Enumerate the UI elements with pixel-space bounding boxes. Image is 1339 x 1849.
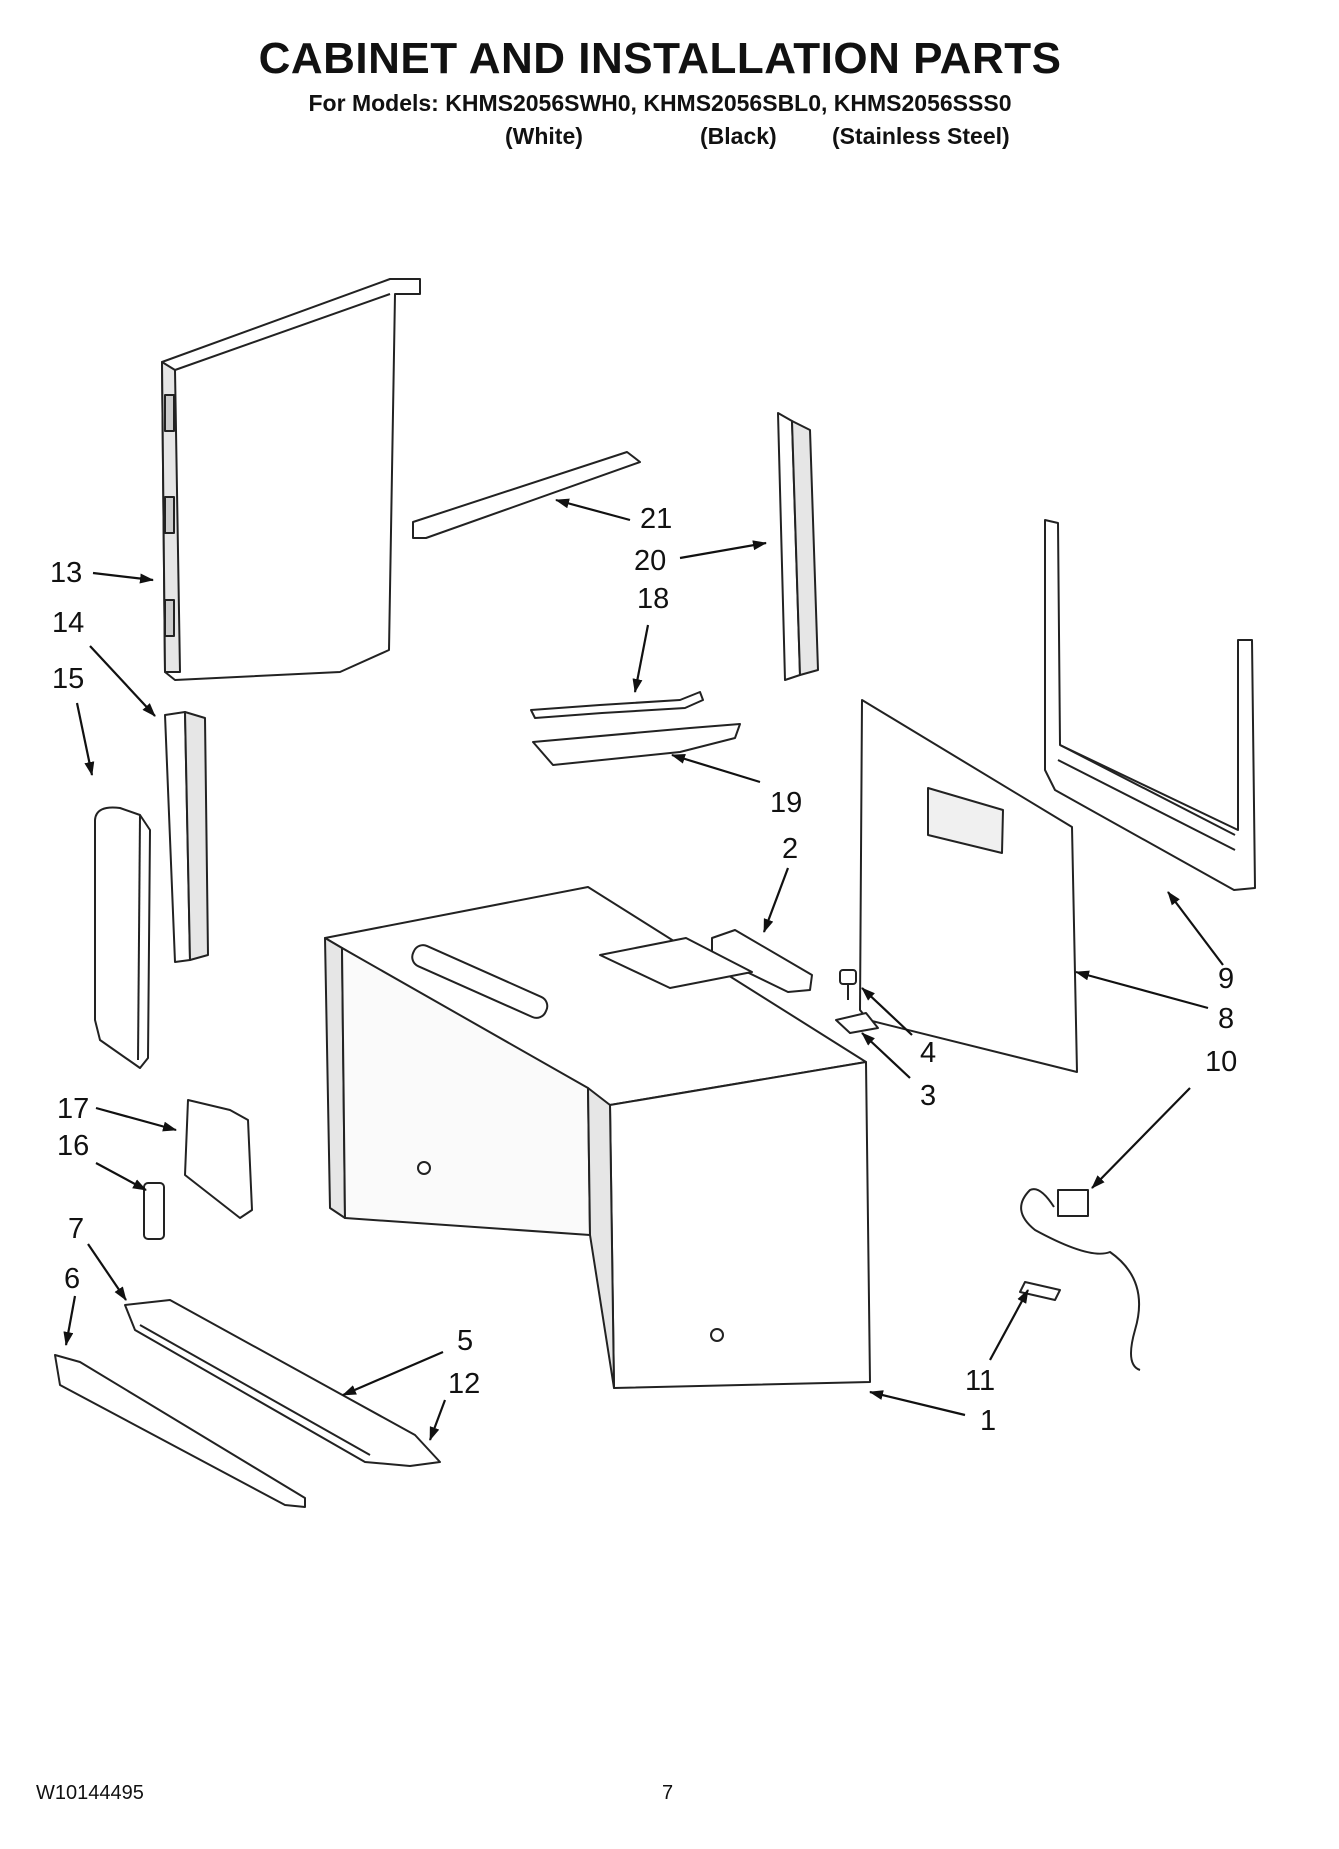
model-list: For Models: KHMS2056SWH0, KHMS2056SBL0, … [308, 90, 1012, 116]
leader-16 [95, 1162, 147, 1191]
part-3-clip [835, 1012, 879, 1034]
leader-11 [989, 1289, 1029, 1361]
callout-17: 17 [57, 1093, 89, 1125]
leader-17 [95, 1106, 177, 1132]
leader-21 [555, 498, 631, 522]
callout-6: 6 [64, 1263, 80, 1295]
part-10-power-cord [1020, 1188, 1141, 1371]
callout-13: 13 [50, 557, 82, 589]
variant-white: (White) [505, 123, 583, 149]
leader-14 [89, 645, 156, 717]
callout-19: 19 [770, 787, 802, 819]
leader-6 [63, 1295, 77, 1346]
part-16-switch [143, 1182, 165, 1240]
variant-black: (Black) [700, 123, 777, 149]
callout-3: 3 [920, 1080, 936, 1112]
page-number: 7 [662, 1782, 674, 1804]
part-20-support [777, 412, 819, 681]
document-number: W10144495 [36, 1782, 144, 1804]
callout-20: 20 [634, 545, 666, 577]
callout-15: 15 [52, 663, 84, 695]
leader-19 [671, 753, 761, 784]
leader-15 [75, 702, 95, 776]
leader-3 [861, 1032, 911, 1079]
callout-12: 12 [448, 1368, 480, 1400]
callout-2: 2 [782, 833, 798, 865]
part-14-rail [164, 711, 209, 963]
callout-21: 21 [640, 503, 672, 535]
callout-7: 7 [68, 1213, 84, 1245]
callout-16: 16 [57, 1130, 89, 1162]
leader-12 [428, 1399, 447, 1441]
leader-1 [869, 1390, 966, 1417]
part-6-trim [54, 1354, 306, 1508]
leader-8 [1075, 970, 1209, 1010]
leader-4 [861, 987, 913, 1036]
part-17-board [184, 1099, 253, 1219]
callout-5: 5 [457, 1325, 473, 1357]
part-21-bracket [412, 451, 641, 539]
part-19-tray [532, 723, 741, 766]
leader-10 [1091, 1087, 1191, 1189]
callout-9: 9 [1218, 963, 1234, 995]
leader-13 [92, 571, 154, 584]
part-4-screw [839, 969, 857, 1000]
leader-2 [762, 867, 790, 933]
part-11-screw [1019, 1281, 1061, 1301]
callout-1: 1 [980, 1405, 996, 1437]
part-18-strip [530, 691, 704, 719]
leader-18 [632, 624, 650, 693]
callout-18: 18 [637, 583, 669, 615]
part-7-vent [124, 1299, 441, 1467]
leader-5 [342, 1350, 444, 1397]
leader-9 [1167, 891, 1224, 966]
part-9-mounting-plate [1044, 519, 1256, 891]
part-13-panel [161, 278, 421, 681]
callout-8: 8 [1218, 1003, 1234, 1035]
variant-stainless-steel: (Stainless Steel) [832, 123, 1010, 149]
callout-4: 4 [920, 1037, 936, 1069]
callout-11: 11 [965, 1365, 995, 1397]
callout-14: 14 [52, 607, 84, 639]
part-15-cover [94, 806, 151, 1069]
callout-10: 10 [1205, 1046, 1237, 1078]
leader-7 [87, 1243, 127, 1301]
part-8-back-panel [859, 699, 1078, 1073]
leader-20 [679, 540, 767, 560]
page-title: CABINET AND INSTALLATION PARTS [258, 34, 1062, 83]
part-1-cabinet [324, 886, 871, 1389]
